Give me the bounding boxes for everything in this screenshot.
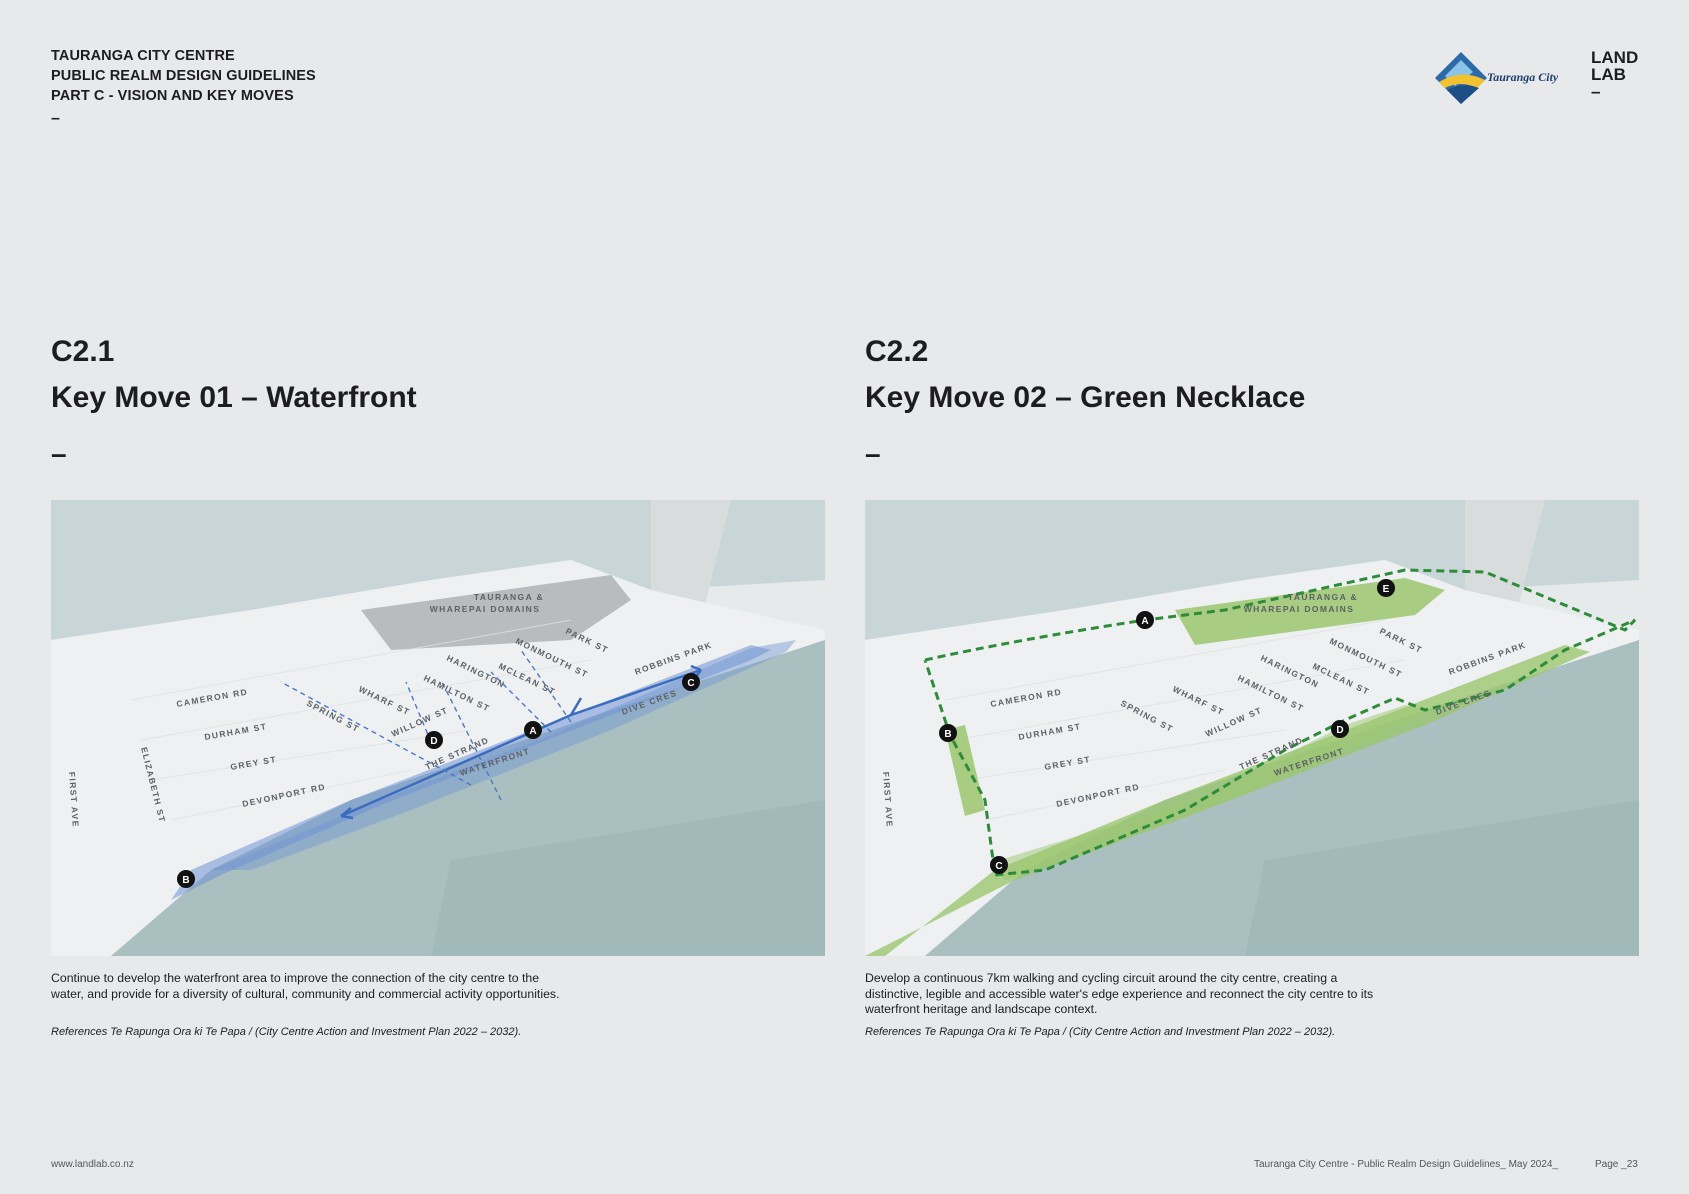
map2-label-first-ave: FIRST AVE — [881, 771, 895, 828]
section-1-reference: References Te Rapunga Ora ki Te Papa / (… — [51, 1026, 522, 1038]
landlab-logo: LAND LAB – — [1591, 49, 1638, 100]
logo-text: Tauranga City — [1487, 70, 1558, 84]
header-line-2: PUBLIC REALM DESIGN GUIDELINES — [51, 68, 316, 84]
document-header: TAURANGA CITY CENTRE PUBLIC REALM DESIGN… — [51, 46, 316, 106]
svg-text:B: B — [944, 729, 951, 740]
landlab-line-1: LAND — [1591, 48, 1639, 67]
section-1-title: Key Move 01 – Waterfront — [51, 381, 417, 414]
map2-marker-d: D — [1331, 720, 1349, 738]
section-1-description: Continue to develop the waterfront area … — [51, 971, 560, 1001]
section-2-description: Develop a continuous 7km walking and cyc… — [865, 971, 1374, 1016]
footer-page-number: Page _23 — [1595, 1159, 1638, 1170]
footer-website[interactable]: www.landlab.co.nz — [51, 1159, 134, 1170]
map2-marker-a: A — [1136, 611, 1154, 629]
svg-text:C: C — [687, 678, 694, 689]
svg-text:A: A — [1141, 616, 1148, 627]
footer-doc-title: Tauranga City Centre - Public Realm Desi… — [1254, 1159, 1559, 1170]
map2-marker-c: C — [990, 856, 1008, 874]
map1-label-domains-2: WHAREPAI DOMAINS — [430, 604, 541, 614]
map1-marker-d: D — [425, 731, 443, 749]
map1-label-first-ave: FIRST AVE — [67, 771, 81, 828]
svg-text:B: B — [182, 875, 189, 886]
svg-text:E: E — [1383, 584, 1390, 595]
green-necklace-map: TAURANGA & WHAREPAI DOMAINS PARK ST MONM… — [865, 500, 1639, 956]
header-line-1: TAURANGA CITY CENTRE — [51, 48, 235, 64]
svg-text:C: C — [995, 861, 1002, 872]
section-1-number: C2.1 — [51, 335, 115, 368]
map1-marker-b: B — [177, 870, 195, 888]
svg-text:D: D — [430, 736, 437, 747]
section-2-reference: References Te Rapunga Ora ki Te Papa / (… — [865, 1026, 1336, 1038]
section-2-title: Key Move 02 – Green Necklace — [865, 381, 1306, 414]
section-2-dash: – — [865, 438, 881, 469]
map2-label-domains-1: TAURANGA & — [1288, 592, 1358, 602]
map1-marker-c: C — [682, 673, 700, 691]
section-1-dash: – — [51, 438, 67, 469]
map2-label-domains-2: WHAREPAI DOMAINS — [1244, 604, 1355, 614]
section-2-number: C2.2 — [865, 335, 929, 368]
waterfront-map: TAURANGA & WHAREPAI DOMAINS PARK ST MONM… — [51, 500, 825, 956]
map1-marker-a: A — [524, 721, 542, 739]
svg-text:A: A — [529, 726, 536, 737]
map1-label-domains-1: TAURANGA & — [474, 592, 544, 602]
tauranga-logo-icon: Tauranga City — [1435, 52, 1559, 104]
landlab-line-2: LAB — [1591, 65, 1626, 84]
map2-marker-e: E — [1377, 579, 1395, 597]
landlab-dash: – — [1591, 82, 1601, 101]
header-line-3: PART C - VISION AND KEY MOVES — [51, 88, 294, 104]
map2-marker-b: B — [939, 724, 957, 742]
tauranga-city-logo: Tauranga City — [1433, 50, 1559, 106]
header-dash: – — [51, 110, 60, 127]
svg-text:D: D — [1336, 725, 1343, 736]
